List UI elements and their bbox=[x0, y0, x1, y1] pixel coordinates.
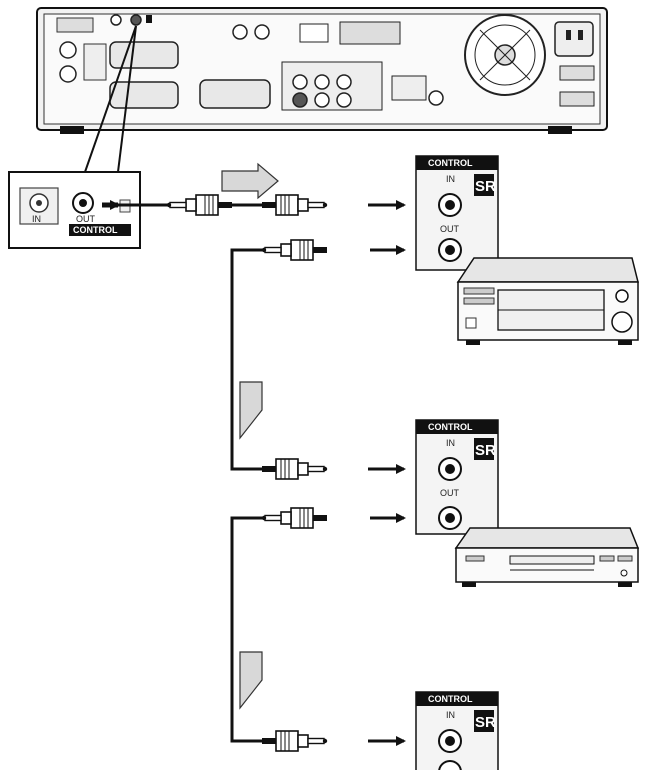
cable-source-to-component1 bbox=[102, 194, 406, 216]
source-control-label: CONTROL bbox=[73, 225, 118, 235]
direction-arrow bbox=[239, 651, 263, 710]
cassette-deck bbox=[456, 257, 639, 345]
cable-component1-to-component2 bbox=[230, 239, 406, 480]
control-panel-out-label: OUT bbox=[440, 224, 460, 234]
control-panel: CONTROL IN SR OUT bbox=[415, 155, 499, 271]
callout-lines bbox=[84, 25, 137, 173]
direction-arrow bbox=[239, 381, 263, 440]
control-panel-badge: SR bbox=[475, 178, 496, 195]
control-panel-in-label: IN bbox=[446, 174, 455, 184]
cd-player bbox=[454, 527, 640, 587]
control-panel-title: CONTROL bbox=[428, 158, 473, 168]
source-in-label: IN bbox=[32, 214, 41, 224]
source-out-label: OUT bbox=[76, 214, 96, 224]
source-control-callout: IN OUT CONTROL bbox=[8, 171, 141, 249]
control-panel-in-label: IN bbox=[446, 438, 455, 448]
control-panel: CONTROL IN SR bbox=[415, 691, 499, 770]
control-panel-badge: SR bbox=[475, 714, 496, 731]
control-panel-badge: SR bbox=[475, 442, 496, 459]
control-panel-out-label: OUT bbox=[440, 488, 460, 498]
direction-arrow bbox=[221, 162, 279, 200]
control-panel-in-label: IN bbox=[446, 710, 455, 720]
receiver-rear-panel bbox=[36, 7, 608, 134]
cable-component2-to-component3 bbox=[230, 507, 406, 752]
control-panel-title: CONTROL bbox=[428, 422, 473, 432]
control-panel: CONTROL IN SR OUT bbox=[415, 419, 499, 535]
control-panel-title: CONTROL bbox=[428, 694, 473, 704]
